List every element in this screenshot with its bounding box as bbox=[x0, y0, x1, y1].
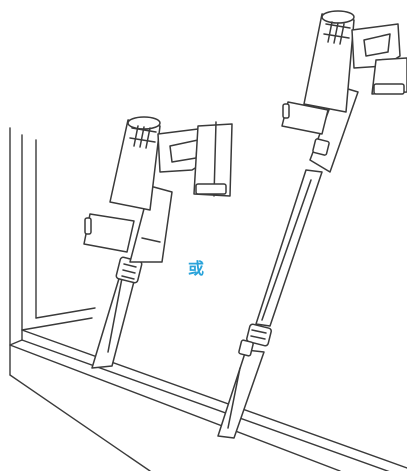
or-caption: 或 bbox=[188, 259, 205, 278]
window-sill-wall-icon bbox=[9, 127, 407, 471]
handheld-vacuum-short-attachment-icon bbox=[83, 116, 233, 369]
stick-vacuum-long-tube-icon bbox=[217, 10, 407, 439]
